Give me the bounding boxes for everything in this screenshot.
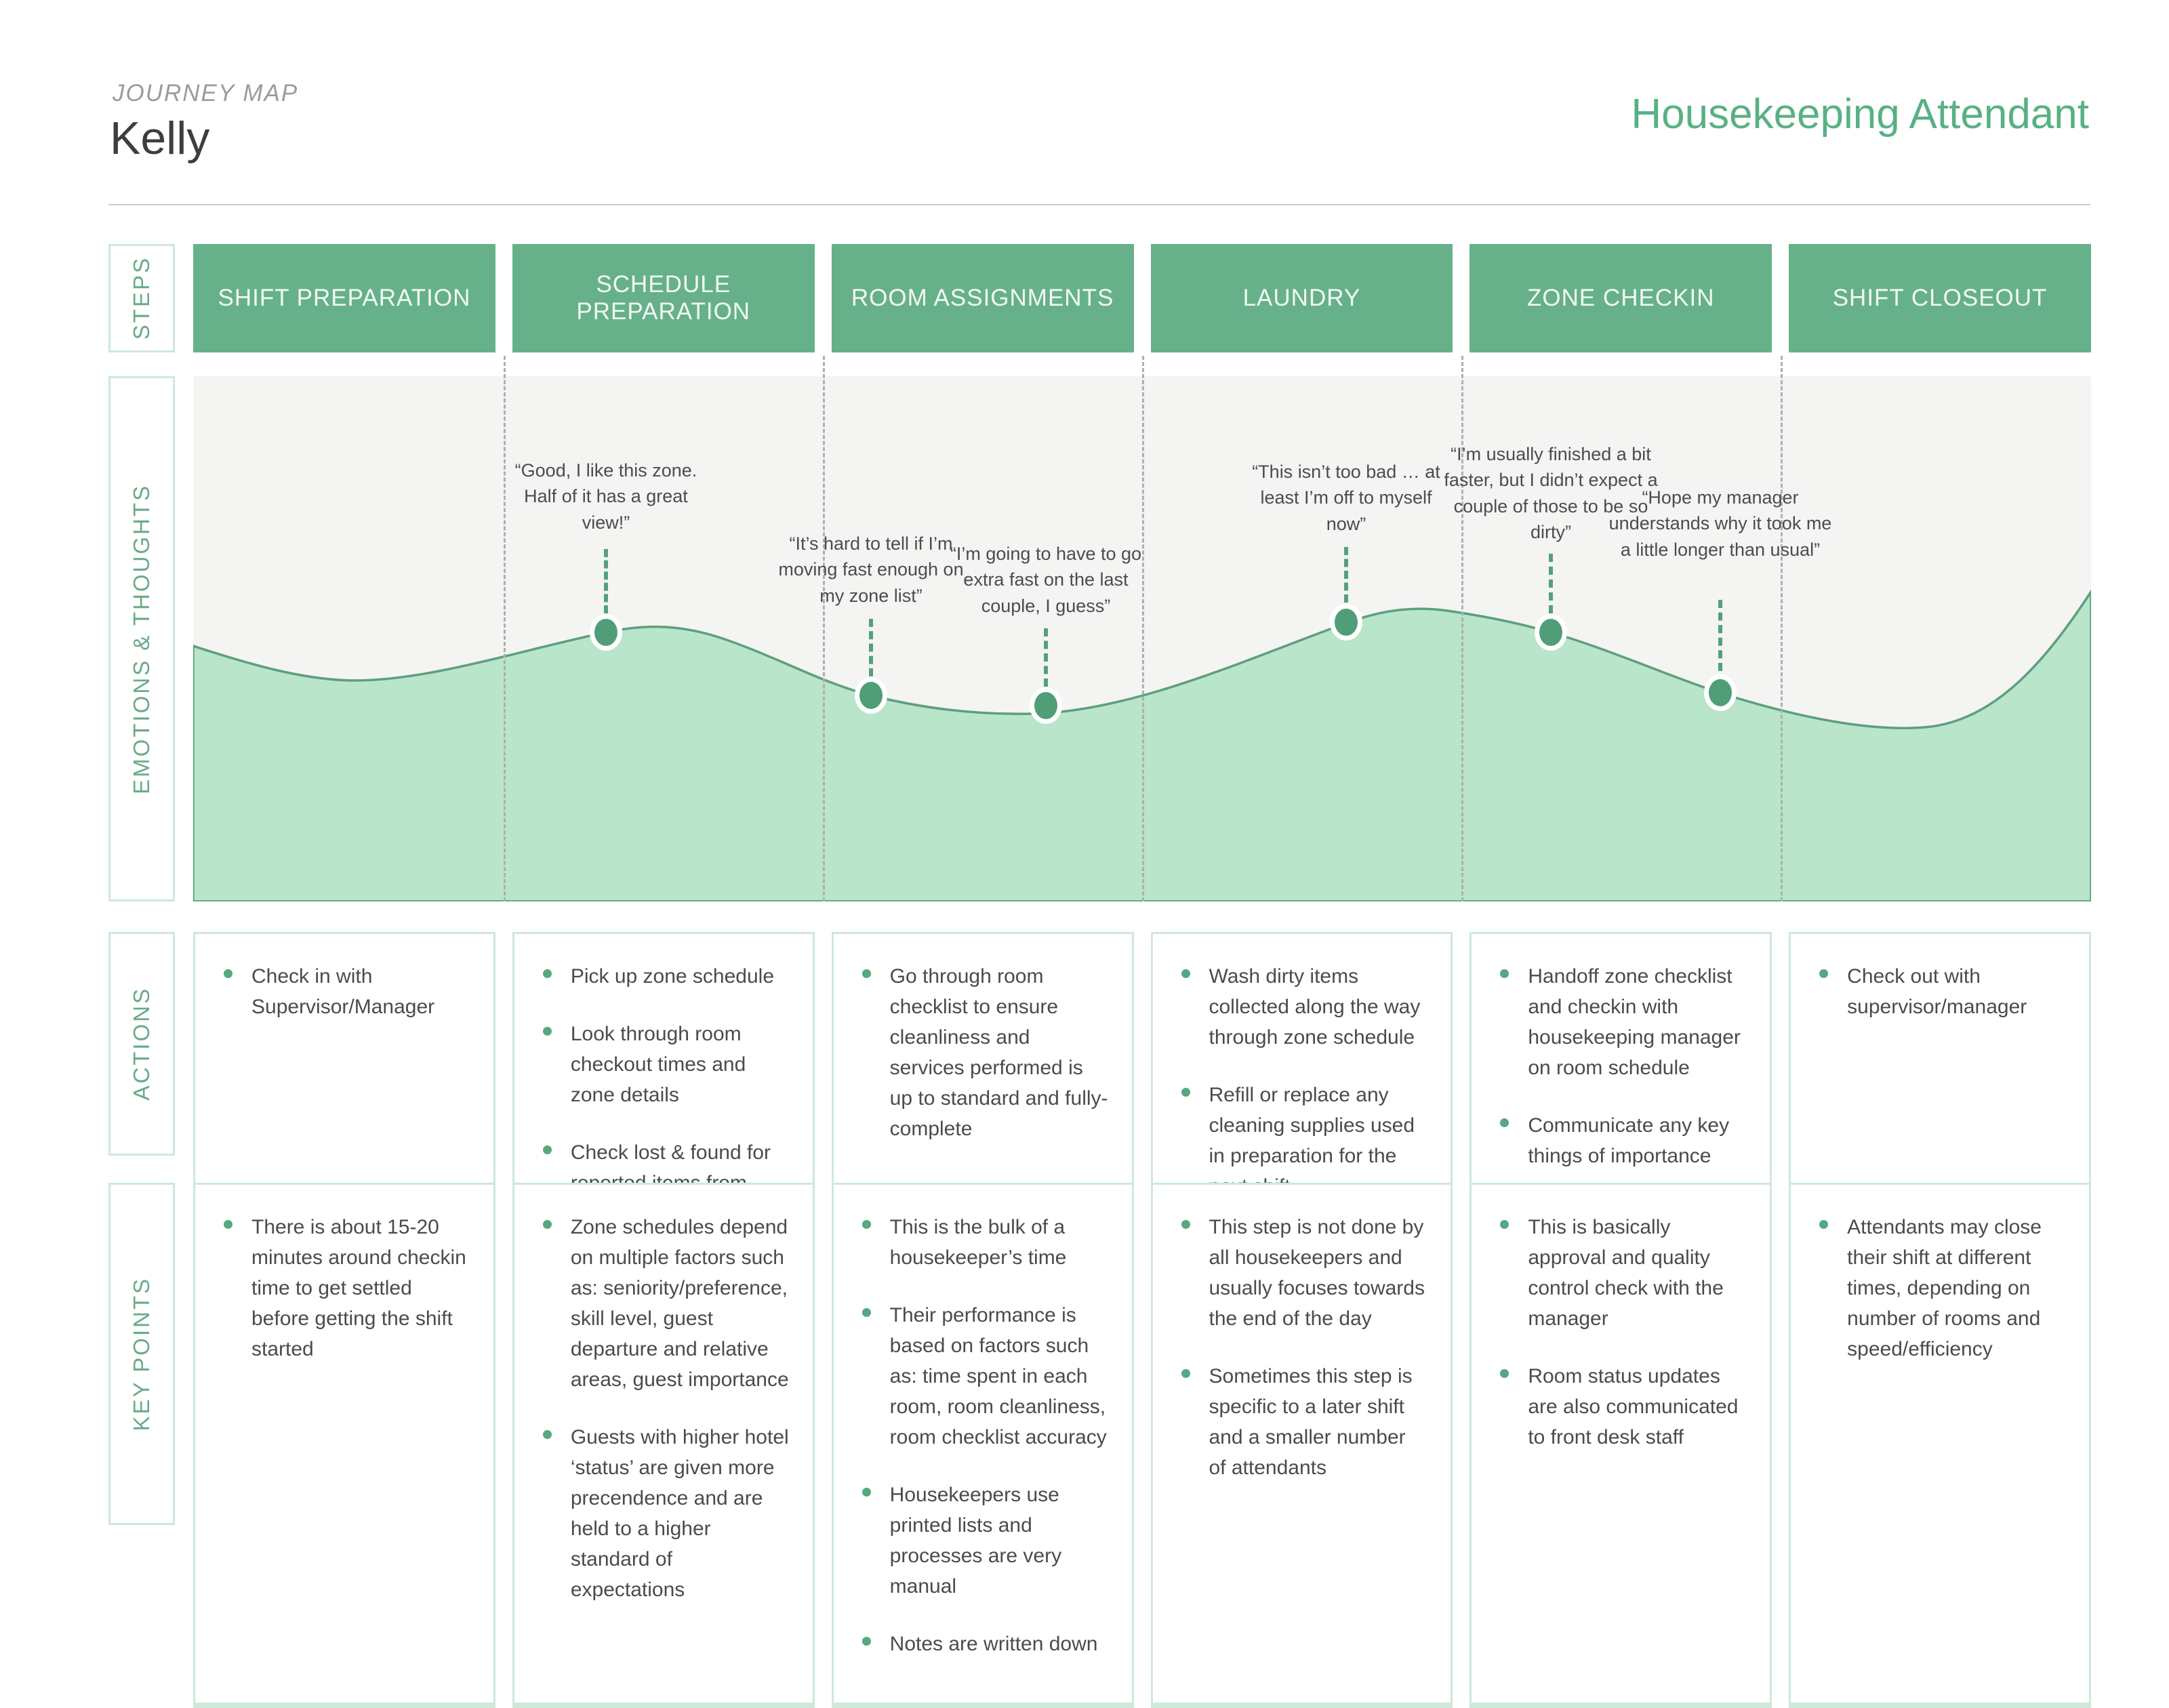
header-divider	[108, 204, 2090, 205]
emotion-quote: “Good, I like this zone. Half of it has …	[514, 460, 697, 533]
bullet-icon	[861, 969, 871, 978]
quote-leader-line	[869, 619, 873, 676]
list-item: Look through room checkout times and zon…	[542, 1019, 790, 1110]
row-label-key-points: KEY POINTS	[108, 1183, 175, 1525]
column-separator	[1461, 356, 1463, 901]
row-label-actions-text: ACTIONS	[129, 987, 154, 1101]
step-shift-closeout: SHIFT CLOSEOUT	[1789, 244, 2091, 352]
column-separator	[1142, 356, 1144, 901]
key-points-row: There is about 15-20 minutes around chec…	[193, 1183, 2091, 1708]
row-label-emotions-text: EMOTIONS & THOUGHTS	[129, 483, 154, 794]
key-points-card-shift-preparation: There is about 15-20 minutes around chec…	[193, 1183, 495, 1708]
bullet-icon	[1500, 1220, 1509, 1229]
bullet-icon	[1181, 1220, 1190, 1229]
key-points-card-laundry: This step is not done by all housekeeper…	[1150, 1183, 1453, 1708]
list-item: Attendants may close their shift at diff…	[1819, 1212, 2066, 1364]
emotion-point-icon	[590, 614, 622, 651]
key-points-card-schedule-preparation: Zone schedules depend on multiple factor…	[512, 1183, 815, 1708]
bullet-icon	[1181, 1369, 1190, 1378]
list-item: Communicate any key things of importance	[1500, 1110, 1747, 1171]
list-item: Housekeepers use printed lists and proce…	[861, 1480, 1109, 1602]
list-item: Their performance is based on factors su…	[861, 1300, 1109, 1452]
list-item: This is basically approval and quality c…	[1500, 1212, 1747, 1334]
bullet-icon	[1819, 969, 1829, 978]
list-item: Room status updates are also communicate…	[1500, 1361, 1747, 1452]
bullet-icon	[542, 1027, 552, 1036]
emotion-point-icon	[855, 677, 887, 714]
step-shift-preparation: SHIFT PREPARATION	[193, 244, 495, 352]
list-item: Zone schedules depend on multiple factor…	[542, 1212, 790, 1395]
row-label-key-points-text: KEY POINTS	[129, 1276, 154, 1431]
row-label-steps-text: STEPS	[129, 256, 154, 340]
quote-leader-line	[1344, 547, 1348, 603]
list-item: There is about 15-20 minutes around chec…	[224, 1212, 470, 1364]
bullet-icon	[224, 1220, 232, 1229]
list-item: Wash dirty items collected along the way…	[1181, 961, 1428, 1053]
bullet-icon	[1819, 1220, 1829, 1229]
bullet-icon	[1500, 1369, 1509, 1378]
emotion-point-icon	[1704, 674, 1737, 711]
step-room-assignments: ROOM ASSIGNMENTS	[831, 244, 1134, 352]
bullet-icon	[1181, 969, 1190, 978]
column-separator	[1781, 356, 1783, 901]
persona-role-title: Housekeeping Attendant	[1631, 91, 2089, 138]
bullet-icon	[861, 1637, 871, 1646]
bullet-icon	[861, 1220, 871, 1229]
key-points-card-shift-closeout: Attendants may close their shift at diff…	[1789, 1183, 2091, 1708]
quote-leader-line	[1718, 600, 1722, 671]
list-item: Notes are written down	[861, 1629, 1109, 1659]
row-label-emotions: EMOTIONS & THOUGHTS	[108, 376, 175, 901]
list-item: Pick up zone schedule	[542, 961, 790, 992]
emotion-point-icon	[1330, 604, 1362, 640]
step-zone-checkin: ZONE CHECKIN	[1469, 244, 1772, 352]
column-separator	[504, 356, 506, 901]
quote-leader-line	[1549, 554, 1553, 613]
bullet-icon	[1500, 969, 1509, 978]
list-item: This is the bulk of a housekeeper’s time	[861, 1212, 1109, 1273]
emotion-quote: “I’m going to have to go extra fast on t…	[950, 544, 1142, 616]
list-item: Check out with supervisor/manager	[1819, 961, 2066, 1022]
bullet-icon	[224, 969, 232, 978]
step-schedule-preparation: SCHEDULE PREPARATION	[512, 244, 815, 352]
list-item: Go through room checklist to ensure clea…	[861, 961, 1109, 1144]
bullet-icon	[542, 1430, 552, 1439]
emotion-quote: “Hope my manager understands why it took…	[1608, 487, 1832, 560]
row-label-actions: ACTIONS	[108, 932, 175, 1156]
list-item: Handoff zone checklist and checkin with …	[1500, 961, 1747, 1083]
list-item: Guests with higher hotel ‘status’ are gi…	[542, 1422, 790, 1605]
emotion-quote: “I’m usually finished a bit faster, but …	[1444, 444, 1658, 542]
emotion-quote: “It’s hard to tell if I’m moving fast en…	[778, 533, 964, 606]
list-item: This step is not done by all housekeeper…	[1181, 1212, 1428, 1334]
bullet-icon	[542, 1220, 552, 1229]
bullet-icon	[1181, 1088, 1190, 1097]
emotion-point-icon	[1535, 614, 1567, 651]
list-item: Check in with Supervisor/Manager	[224, 961, 470, 1022]
bullet-icon	[1500, 1118, 1509, 1127]
quote-leader-line	[1044, 628, 1048, 687]
quote-leader-line	[604, 549, 608, 613]
column-separator	[823, 356, 825, 901]
bullet-icon	[861, 1308, 871, 1317]
journey-map-eyebrow: JOURNEY MAP	[113, 80, 299, 106]
bullet-icon	[542, 969, 552, 978]
persona-name: Kelly	[110, 113, 210, 164]
key-points-card-zone-checkin: This is basically approval and quality c…	[1469, 1183, 1772, 1708]
emotion-quote: “This isn’t too bad … at least I’m off t…	[1252, 462, 1440, 534]
emotion-point-icon	[1030, 687, 1062, 724]
key-points-card-room-assignments: This is the bulk of a housekeeper’s time…	[831, 1183, 1134, 1708]
bullet-icon	[542, 1145, 552, 1154]
step-laundry: LAUNDRY	[1150, 244, 1453, 352]
steps-row: SHIFT PREPARATION SCHEDULE PREPARATION R…	[193, 244, 2091, 352]
row-label-steps: STEPS	[108, 244, 175, 352]
bullet-icon	[861, 1488, 871, 1497]
emotions-panel: “Good, I like this zone. Half of it has …	[193, 356, 2091, 901]
list-item: Sometimes this step is specific to a lat…	[1181, 1361, 1428, 1483]
actions-row: Check in with Supervisor/Manager Pick up…	[193, 932, 2091, 1278]
